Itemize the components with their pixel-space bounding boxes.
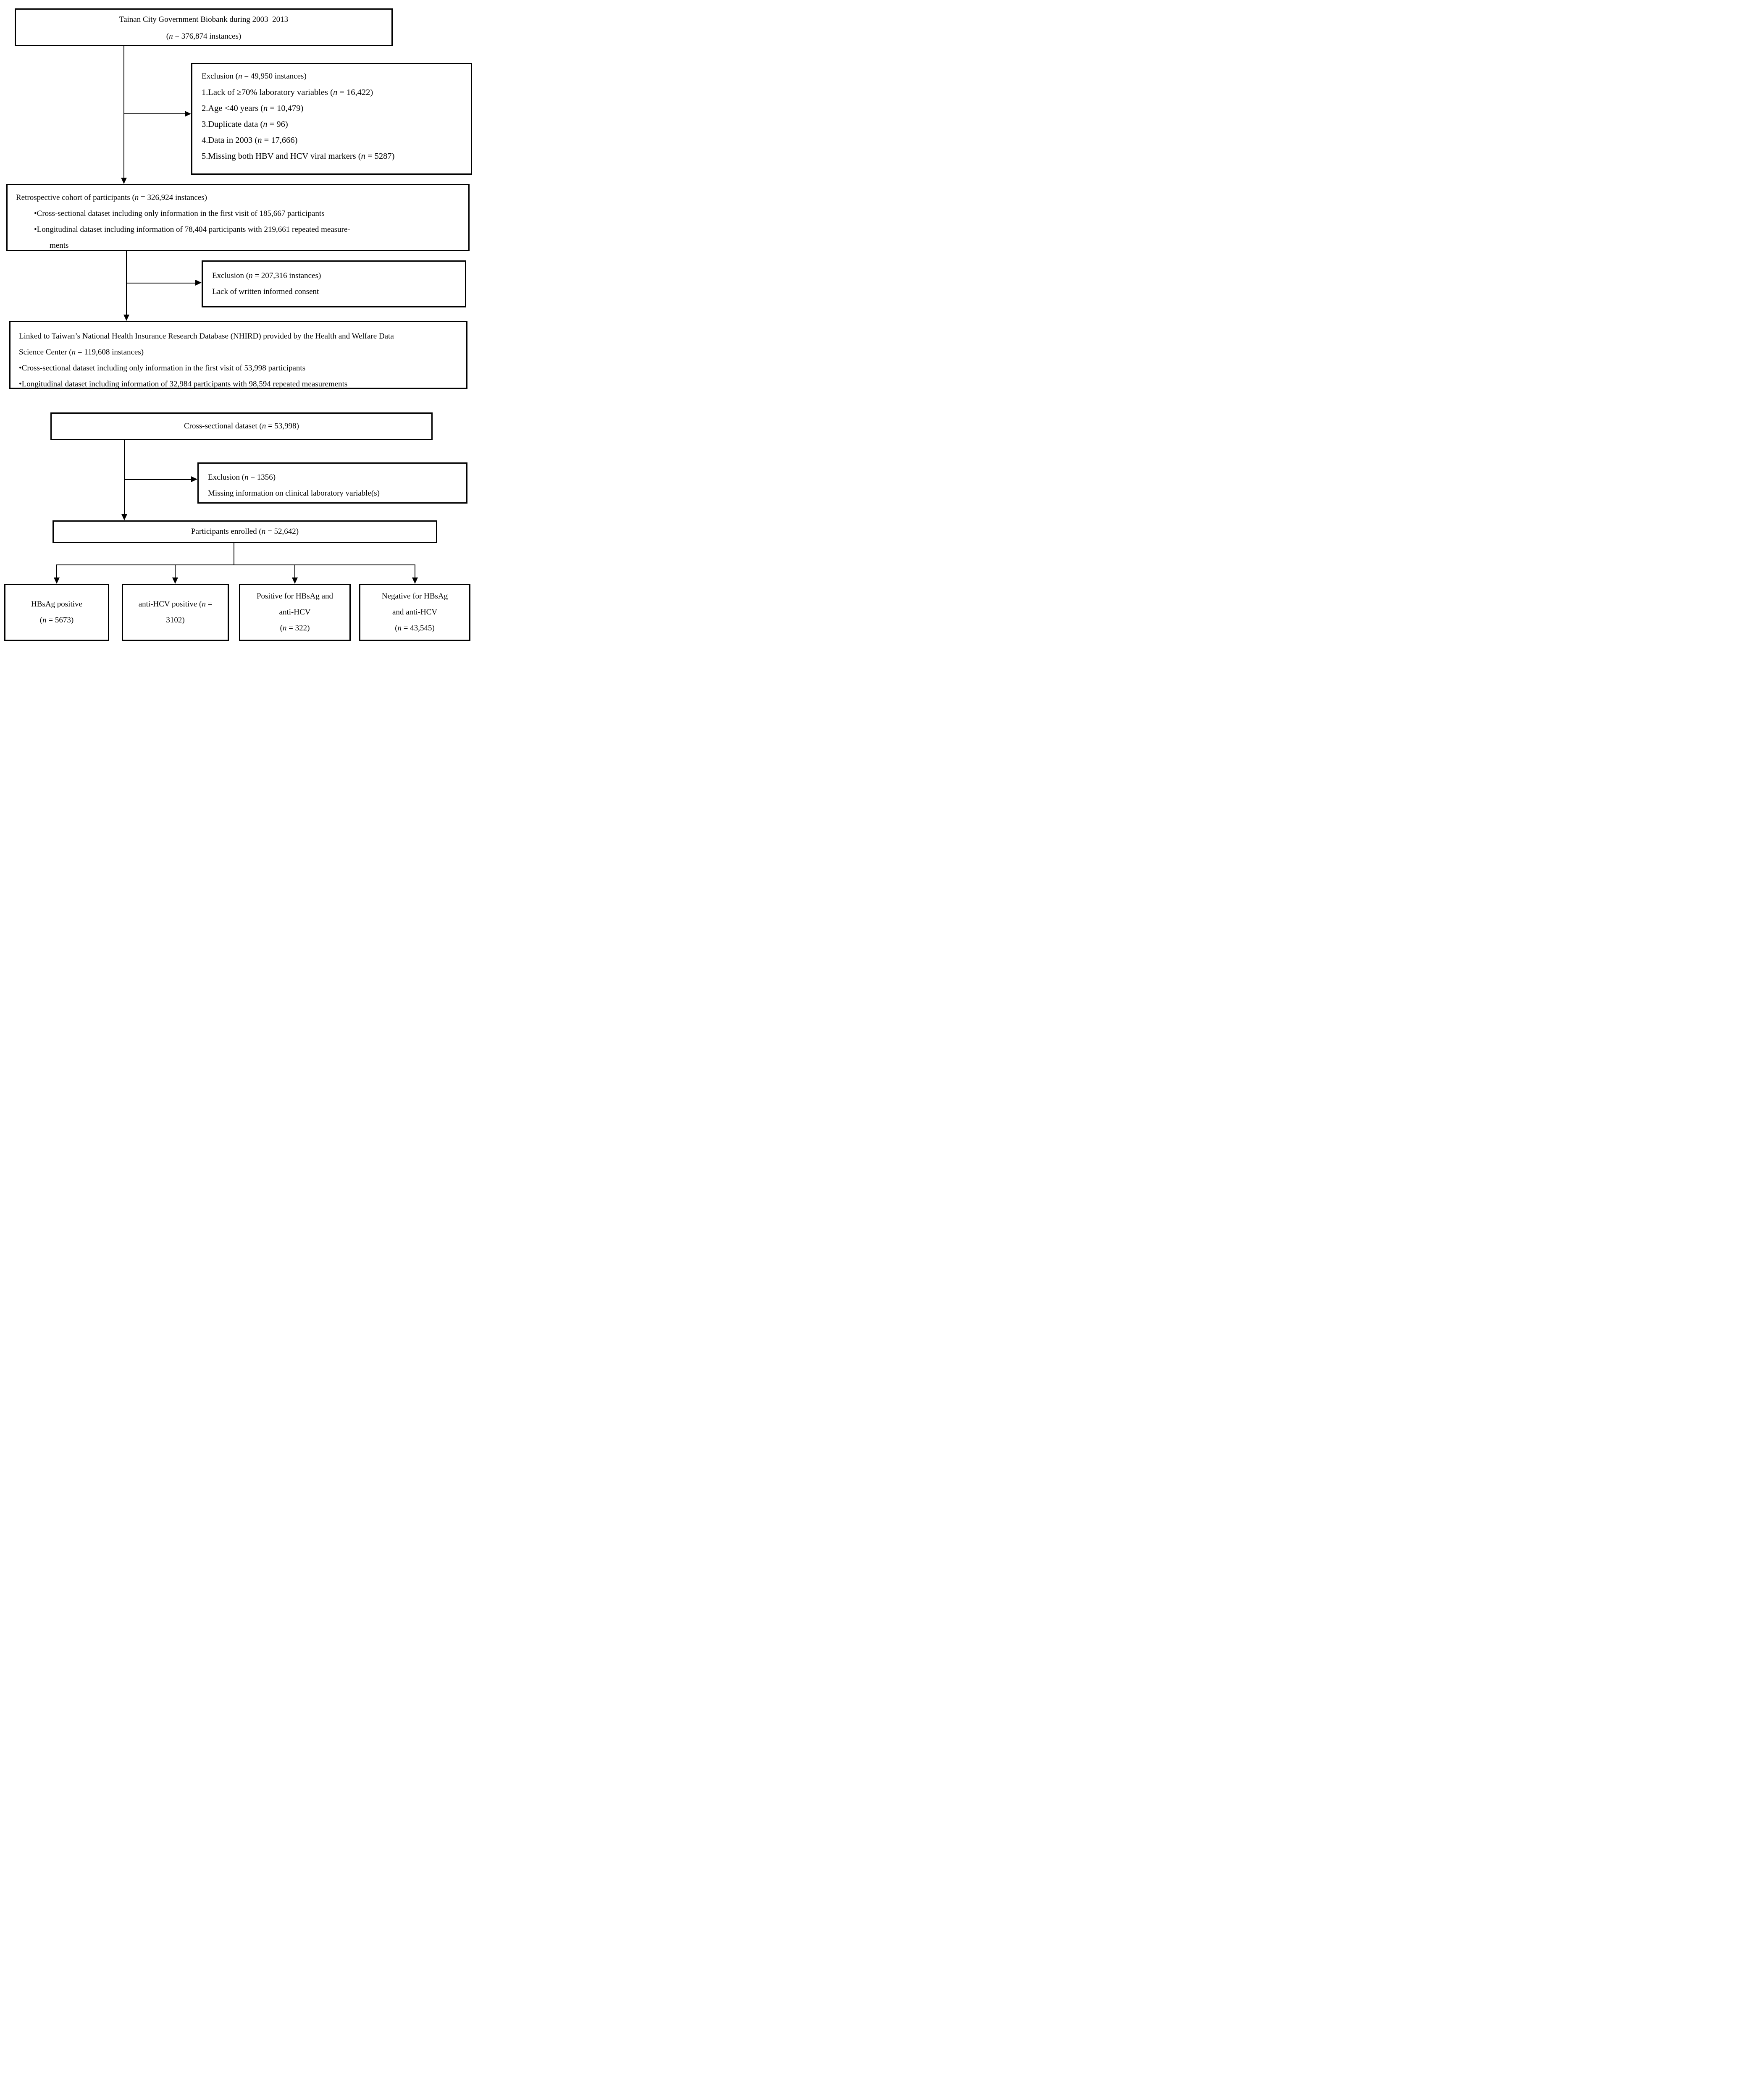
connector-branch-to-exclusion-1 bbox=[123, 113, 186, 114]
arrowhead-down-nhird bbox=[123, 315, 129, 321]
arrowhead-right-exclusion-3 bbox=[191, 476, 197, 482]
connector-drop-hbsag bbox=[56, 564, 57, 579]
nhird-bullet: •Cross-sectional dataset including only … bbox=[19, 364, 306, 373]
connector-branch-to-exclusion-2 bbox=[126, 283, 195, 284]
arrowhead-down-enrolled bbox=[121, 514, 127, 520]
exclusion2-header: Exclusion (n = 207,316 instances) bbox=[212, 271, 321, 280]
hbsag-positive-count: (n = 5673) bbox=[39, 616, 74, 625]
nhird-line2: Science Center (n = 119,608 instances) bbox=[19, 348, 144, 357]
arrowhead-down-both-positive bbox=[292, 578, 298, 584]
nhird-bullet: •Longitudinal dataset including informat… bbox=[19, 380, 348, 388]
arrowhead-down-retrospective bbox=[121, 178, 127, 184]
box-exclusion-1: Exclusion (n = 49,950 instances) 1.Lack … bbox=[191, 63, 472, 175]
retrospective-bullet: •Cross-sectional dataset including only … bbox=[34, 209, 325, 218]
box-participants-enrolled: Participants enrolled (n = 52,642) bbox=[53, 520, 437, 543]
both-negative-count: (n = 43,545) bbox=[395, 624, 435, 633]
arrowhead-down-both-negative bbox=[412, 578, 418, 584]
nhird-line1: Linked to Taiwan’s National Health Insur… bbox=[19, 332, 394, 341]
anti-hcv-positive-count: 3102) bbox=[166, 616, 185, 625]
connector-split-horizontal bbox=[56, 564, 415, 565]
exclusion1-item: 4.Data in 2003 (n = 17,666) bbox=[202, 136, 298, 145]
both-positive-count: (n = 322) bbox=[280, 624, 310, 633]
participant-flow-diagram: Tainan City Government Biobank during 20… bbox=[0, 0, 473, 654]
box-hbsag-positive: HBsAg positive (n = 5673) bbox=[4, 584, 109, 641]
biobank-count: (n = 376,874 instances) bbox=[166, 32, 242, 41]
biobank-title: Tainan City Government Biobank during 20… bbox=[119, 15, 289, 24]
retrospective-bullet: •Longitudinal dataset including informat… bbox=[34, 225, 350, 234]
box-cross-sectional-dataset: Cross-sectional dataset (n = 53,998) bbox=[50, 412, 433, 440]
hbsag-positive-label: HBsAg positive bbox=[31, 600, 82, 609]
both-positive-label-2: anti-HCV bbox=[279, 608, 311, 617]
both-negative-label-2: and anti-HCV bbox=[392, 608, 438, 617]
box-exclusion-2: Exclusion (n = 207,316 instances) Lack o… bbox=[202, 260, 466, 307]
exclusion1-header: Exclusion (n = 49,950 instances) bbox=[202, 72, 307, 81]
exclusion1-item: 5.Missing both HBV and HCV viral markers… bbox=[202, 152, 395, 161]
connector-cross-sectional-to-enrolled bbox=[124, 440, 125, 515]
connector-retrospective-to-nhird bbox=[126, 251, 127, 316]
enrolled-label: Participants enrolled (n = 52,642) bbox=[191, 527, 299, 536]
connector-drop-anti-hcv bbox=[175, 564, 176, 579]
box-nhird-linked: Linked to Taiwan’s National Health Insur… bbox=[9, 321, 467, 389]
arrowhead-down-hbsag bbox=[54, 578, 60, 584]
arrowhead-right-exclusion-2 bbox=[195, 280, 202, 286]
exclusion1-item: 1.Lack of ≥70% laboratory variables (n =… bbox=[202, 88, 373, 97]
exclusion3-header: Exclusion (n = 1356) bbox=[208, 473, 276, 482]
both-negative-label-1: Negative for HBsAg bbox=[381, 592, 448, 601]
connector-drop-both-positive bbox=[294, 564, 295, 579]
box-biobank: Tainan City Government Biobank during 20… bbox=[15, 8, 393, 46]
retrospective-header: Retrospective cohort of participants (n … bbox=[16, 193, 207, 202]
arrowhead-down-anti-hcv bbox=[172, 578, 178, 584]
exclusion2-reason: Lack of written informed consent bbox=[212, 287, 319, 296]
box-exclusion-3: Exclusion (n = 1356) Missing information… bbox=[197, 462, 467, 504]
cross-sectional-label: Cross-sectional dataset (n = 53,998) bbox=[184, 422, 299, 430]
arrowhead-right-exclusion-1 bbox=[185, 111, 191, 117]
box-anti-hcv-positive: anti-HCV positive (n = 3102) bbox=[122, 584, 229, 641]
both-positive-label-1: Positive for HBsAg and bbox=[256, 592, 333, 601]
exclusion3-reason: Missing information on clinical laborato… bbox=[208, 489, 380, 498]
box-hbsag-and-anti-hcv-positive: Positive for HBsAg and anti-HCV (n = 322… bbox=[239, 584, 351, 641]
connector-biobank-to-retrospective bbox=[123, 46, 124, 179]
exclusion1-item: 2.Age <40 years (n = 10,479) bbox=[202, 104, 304, 113]
exclusion1-item: 3.Duplicate data (n = 96) bbox=[202, 120, 288, 129]
box-hbsag-and-anti-hcv-negative: Negative for HBsAg and anti-HCV (n = 43,… bbox=[359, 584, 470, 641]
connector-branch-to-exclusion-3 bbox=[124, 479, 191, 480]
box-retrospective-cohort: Retrospective cohort of participants (n … bbox=[6, 184, 470, 251]
retrospective-bullet-continuation: ments bbox=[50, 241, 69, 250]
anti-hcv-positive-label: anti-HCV positive (n = bbox=[138, 600, 213, 609]
